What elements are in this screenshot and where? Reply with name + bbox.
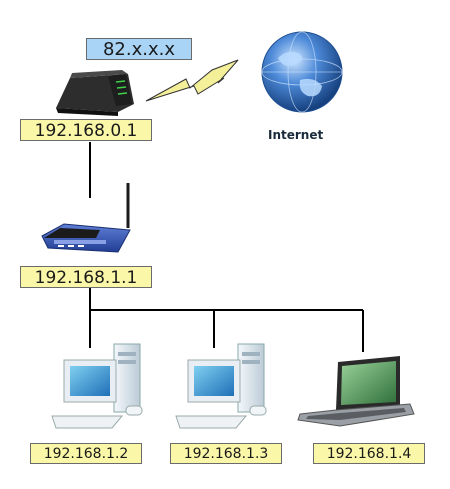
desktop-computer-icon — [175, 343, 267, 429]
globe-icon — [261, 31, 343, 113]
client-1-ip-text: 192.168.1.2 — [43, 446, 129, 462]
connection-lines — [89, 142, 364, 352]
router-ip-text: 192.168.1.1 — [34, 268, 138, 288]
wan-ip-text: 82.x.x.x — [102, 39, 176, 60]
wireless-router-icon — [41, 183, 131, 253]
modem-ip-text: 192.168.0.1 — [34, 121, 138, 141]
client-ip-label: 192.168.1.4 — [313, 443, 425, 464]
client-ip-label: 192.168.1.2 — [30, 443, 142, 464]
client-2-ip-text: 192.168.1.3 — [183, 446, 269, 462]
lightning-bolt-icon — [145, 59, 239, 102]
client-ip-label: 192.168.1.3 — [170, 443, 282, 464]
desktop-computer-icon — [51, 343, 143, 429]
modem-icon — [56, 70, 134, 116]
modem-ip-label: 192.168.0.1 — [20, 119, 152, 141]
client-3-ip-text: 192.168.1.4 — [326, 446, 412, 462]
laptop-icon — [297, 356, 415, 427]
wan-ip-label: 82.x.x.x — [86, 38, 192, 60]
router-ip-label: 192.168.1.1 — [20, 266, 152, 288]
internet-caption: Internet — [268, 128, 324, 142]
